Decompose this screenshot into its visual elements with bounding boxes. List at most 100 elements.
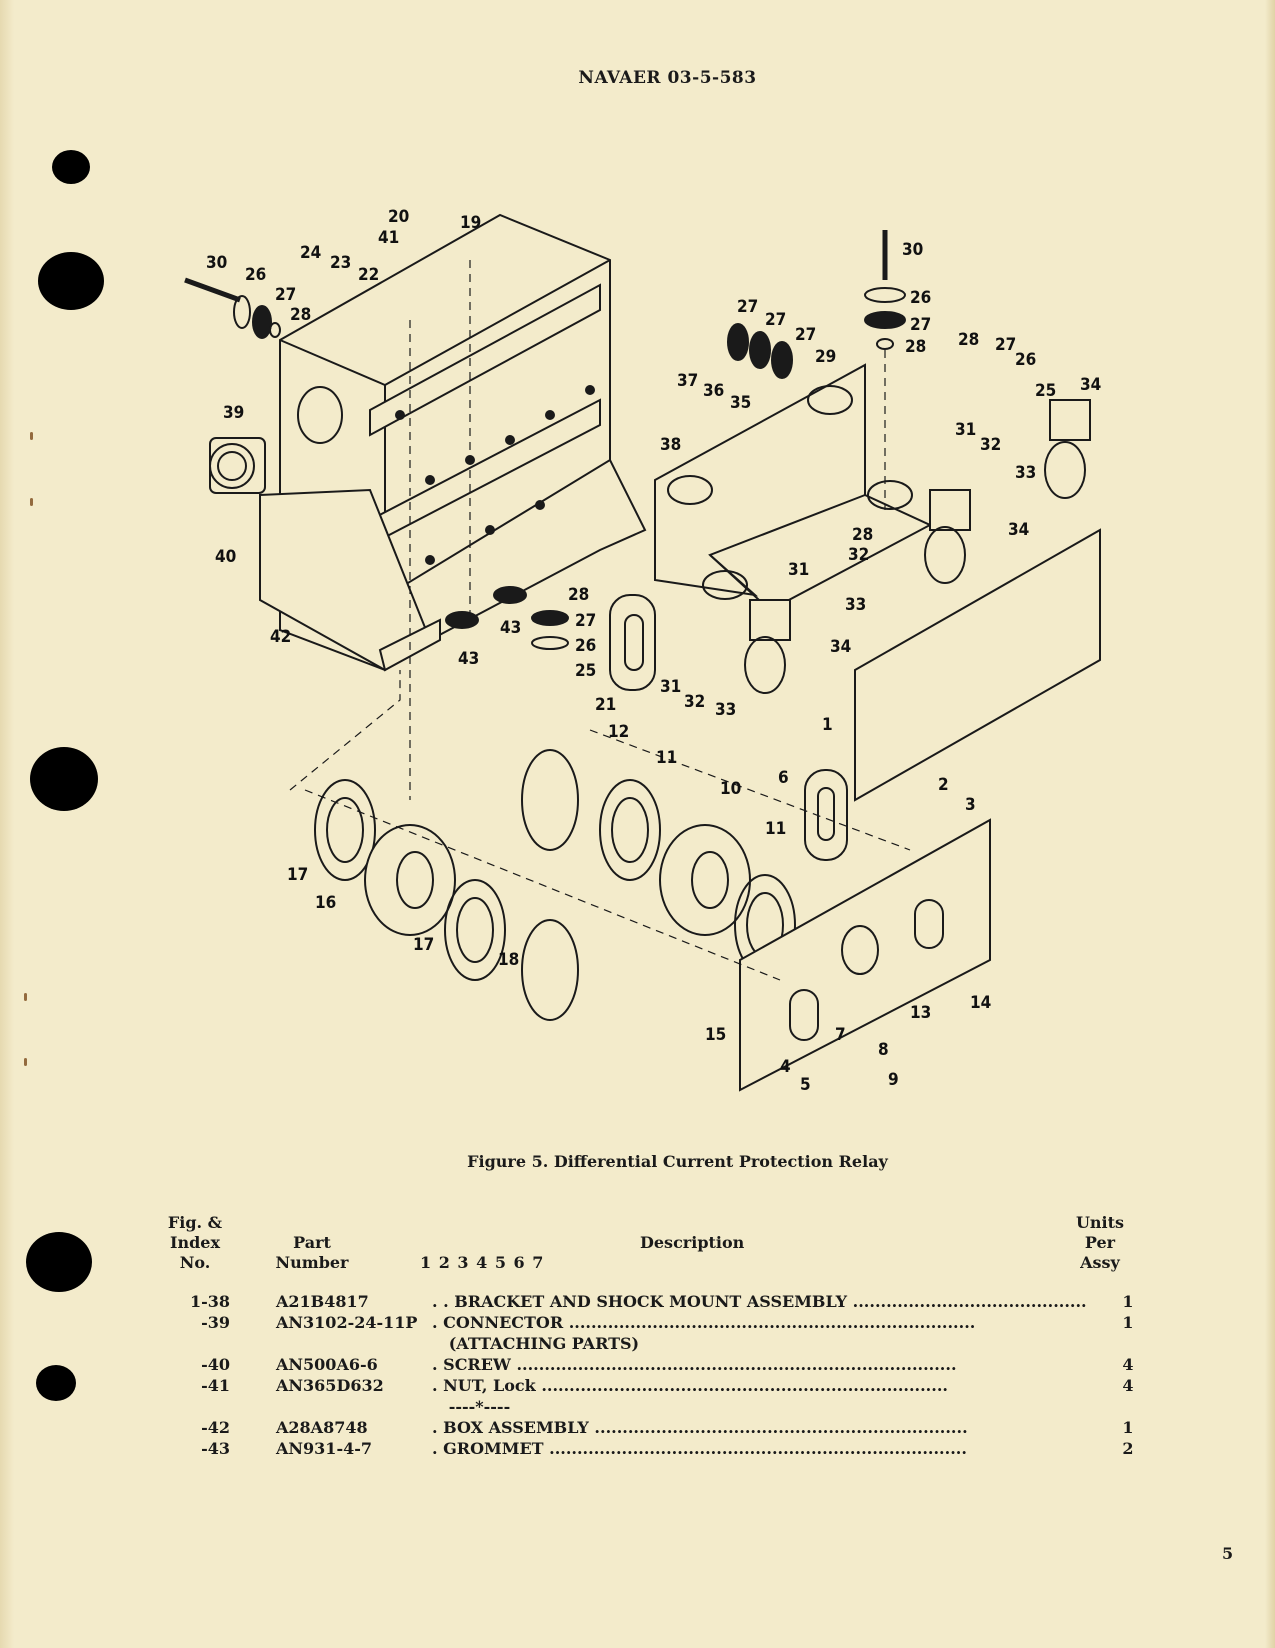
page-number: 5: [1222, 1544, 1234, 1563]
parts-table-header: Fig. & Index No. Part Number 1 2 3 4 5 6…: [160, 1213, 1180, 1305]
header-description: Description: [640, 1233, 745, 1252]
callout-11b: 11: [765, 819, 786, 839]
callout-22: 22: [358, 265, 379, 285]
page-smudge: [30, 432, 33, 440]
callout-1: 1: [822, 715, 833, 735]
callout-39: 39: [223, 403, 244, 423]
callout-19: 19: [460, 213, 481, 233]
binder-hole-2: [38, 252, 104, 310]
bracket-18-drawing: [521, 919, 579, 1021]
callout-25b: 25: [1035, 381, 1056, 401]
callout-23: 23: [330, 253, 351, 273]
callout-26b: 26: [910, 288, 931, 308]
callout-28a: 28: [290, 305, 311, 325]
callout-34a: 34: [1080, 375, 1101, 395]
callout-32a: 32: [980, 435, 1001, 455]
washer-28-drawing: [269, 322, 281, 338]
callout-5: 5: [800, 1075, 811, 1095]
insulator-17-drawing: [314, 779, 376, 881]
callout-27d: 27: [795, 325, 816, 345]
callout-27a: 27: [275, 285, 296, 305]
bracket-12-drawing: [521, 749, 579, 851]
gasket-21-drawing: [609, 594, 656, 691]
coil-16-drawing: [364, 824, 456, 936]
callout-2: 2: [938, 775, 949, 795]
parts-list-table: Fig. & Index No. Part Number 1 2 3 4 5 6…: [160, 1213, 1180, 1459]
callout-27c: 27: [765, 310, 786, 330]
callout-26c: 26: [1015, 350, 1036, 370]
callout-30a: 30: [206, 253, 227, 273]
box-assembly-drawing: [259, 213, 647, 672]
washer-28-drawing: [876, 338, 894, 350]
coil-10-drawing: [659, 824, 751, 936]
callout-42: 42: [270, 627, 291, 647]
page-edge-left: [0, 0, 14, 1648]
callout-27g: 27: [575, 611, 596, 631]
callout-41: 41: [378, 228, 399, 248]
callout-27e: 27: [910, 315, 931, 335]
callout-28d: 28: [568, 585, 589, 605]
callout-37: 37: [677, 371, 698, 391]
callout-33b: 33: [845, 595, 866, 615]
callout-43b: 43: [500, 618, 521, 638]
binder-hole-1: [52, 150, 90, 184]
callout-32b: 32: [848, 545, 869, 565]
connector-drawing: [209, 437, 266, 494]
callout-28e: 28: [852, 525, 873, 545]
header-units-per-assy: Units Per Assy: [1075, 1213, 1125, 1272]
page-smudge: [24, 993, 27, 1001]
callout-13: 13: [910, 1003, 931, 1023]
header-indent-levels: 1 2 3 4 5 6 7: [420, 1253, 544, 1272]
page-edge-right: [1265, 0, 1275, 1648]
insulator-11-drawing: [599, 779, 661, 881]
callout-27f: 27: [995, 335, 1016, 355]
header-part-number: Part Number: [275, 1233, 349, 1272]
relay-34-drawing: [744, 399, 1091, 694]
binder-hole-4: [26, 1232, 92, 1292]
callout-24: 24: [300, 243, 321, 263]
panel-15-drawing: [739, 818, 991, 1092]
callout-34c: 34: [830, 637, 851, 657]
document-number: NAVAER 03-5-583: [578, 68, 757, 88]
callout-31b: 31: [788, 560, 809, 580]
screw-30-drawing: [184, 277, 241, 303]
callout-27b: 27: [737, 297, 758, 317]
callout-18: 18: [498, 950, 519, 970]
callout-15: 15: [705, 1025, 726, 1045]
callout-4: 4: [780, 1057, 791, 1077]
insulator-17-drawing: [444, 879, 506, 981]
washer-26-drawing: [233, 295, 251, 329]
exploded-view-figure: 1 2 3 4 5 6 7 8 9 10 11 11 12 13 14 15 1…: [170, 200, 1170, 1160]
callout-36: 36: [703, 381, 724, 401]
callout-29: 29: [815, 347, 836, 367]
binder-hole-5: [36, 1365, 76, 1401]
page-smudge: [30, 498, 33, 506]
table-row: (ATTACHING PARTS): [432, 1334, 640, 1353]
callout-35: 35: [730, 393, 751, 413]
callout-12: 12: [608, 722, 629, 742]
callout-28c: 28: [958, 330, 979, 350]
callout-26d: 26: [575, 636, 596, 656]
callout-30b: 30: [902, 240, 923, 260]
callout-40: 40: [215, 547, 236, 567]
washer-27-drawing: [864, 311, 906, 329]
exploded-view-drawing: 1 2 3 4 5 6 7 8 9 10 11 11 12 13 14 15 1…: [184, 207, 1101, 1095]
callout-33a: 33: [1015, 463, 1036, 483]
callout-9: 9: [888, 1070, 899, 1090]
callout-6: 6: [778, 768, 789, 788]
callout-31c: 31: [660, 677, 681, 697]
page-smudge: [24, 1058, 27, 1066]
callout-32c: 32: [684, 692, 705, 712]
binder-hole-3: [30, 747, 98, 811]
callout-28b: 28: [905, 337, 926, 357]
callout-17a: 17: [287, 865, 308, 885]
callout-7: 7: [835, 1025, 846, 1045]
cover-plate-1-drawing: [854, 528, 1101, 802]
table-row: ----*----: [432, 1397, 511, 1416]
callout-38: 38: [660, 435, 681, 455]
bracket-plate-drawing: [654, 363, 933, 612]
callout-3: 3: [965, 795, 976, 815]
